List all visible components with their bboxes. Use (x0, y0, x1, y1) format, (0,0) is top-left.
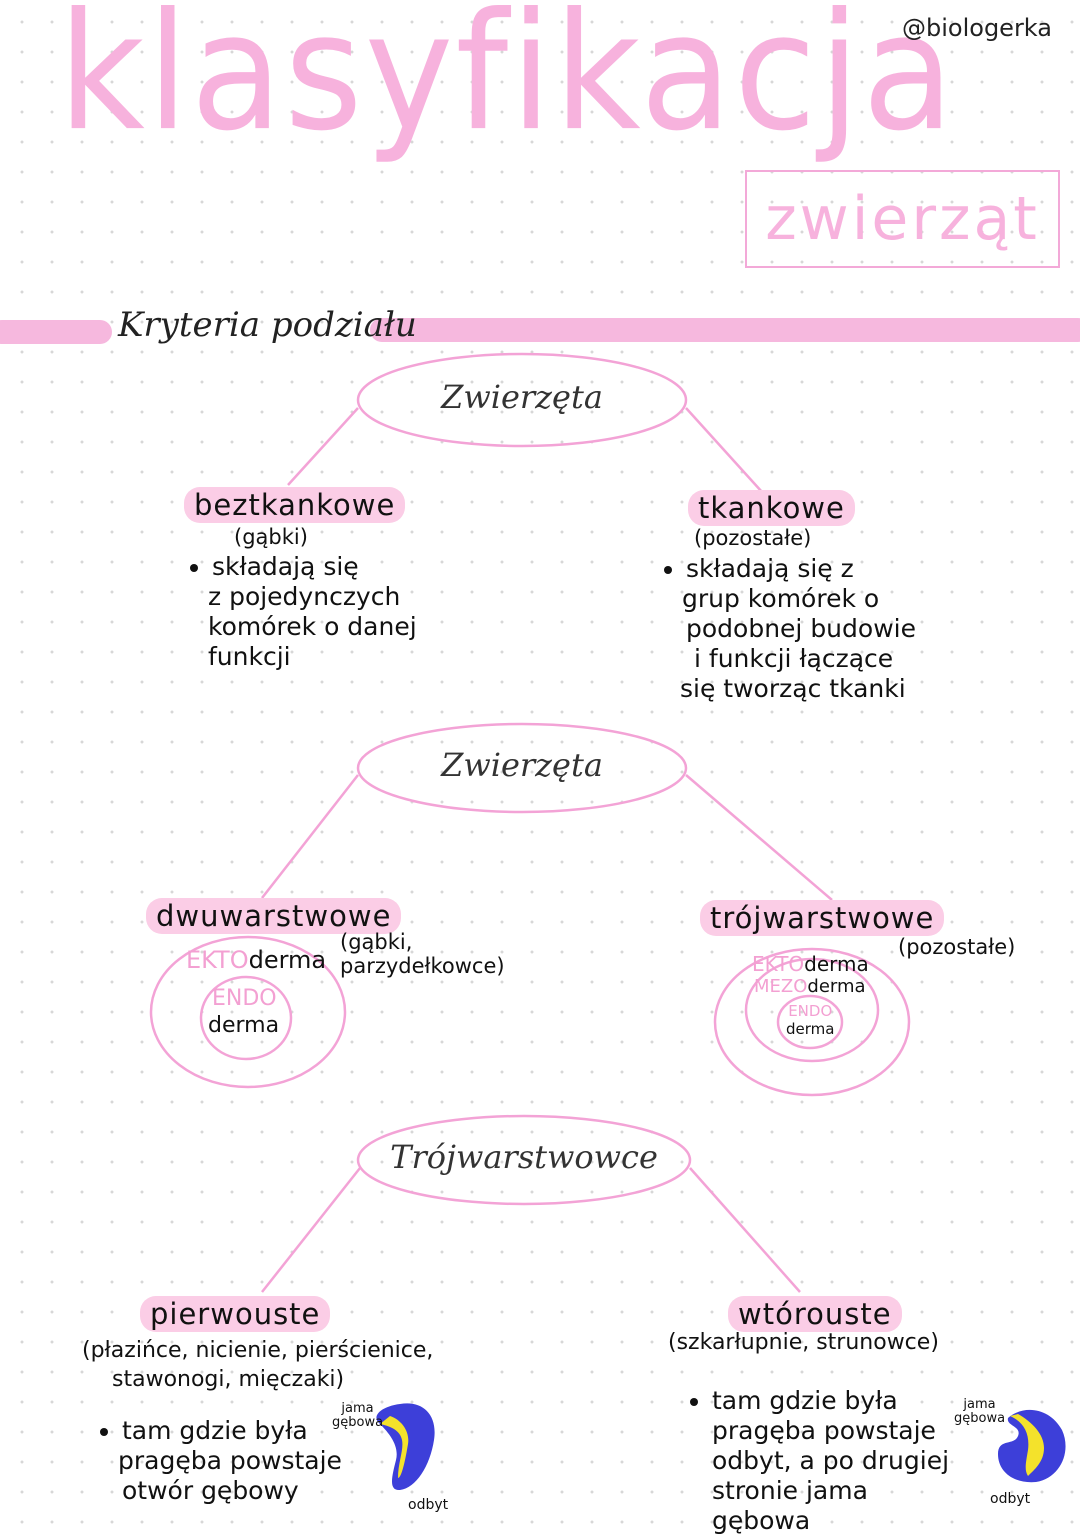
note-line-1: (gąbki, (340, 930, 413, 954)
root-ellipse-1 (356, 352, 688, 448)
node-description-wtorouste: tam gdzie była pragęba powstaje odbyt, a… (690, 1386, 970, 1536)
root-ellipse-2 (356, 722, 688, 814)
node-dwuwarstwowe: dwuwarstwowe (146, 898, 402, 934)
bullet-icon (664, 566, 672, 574)
node-description-tkankowe: składają się z grup komórek o podobnej b… (664, 554, 964, 704)
node-beztkankowe: beztkankowe (184, 487, 406, 523)
desc-line-2: grup komórek o (682, 584, 880, 613)
desc-line-1: składają się z (664, 554, 964, 584)
root-label-2: Zwierzęta (441, 746, 603, 784)
embryo-icon-protostome (376, 1403, 435, 1491)
root-label-3: Trójwarstwowce (390, 1138, 658, 1176)
diagram-label-odbyt-left: odbyt (408, 1497, 449, 1513)
node-pierwouste: pierwouste (140, 1296, 331, 1332)
desc-line-5: się tworząc tkanki (680, 674, 906, 703)
layer-suffix: derma (807, 976, 866, 997)
node-note: (pozostałe) (898, 935, 1016, 959)
node-label: tkankowe (688, 490, 855, 526)
node-note: (szkarłupnie, strunowce) (668, 1330, 939, 1355)
node-label: beztkankowe (184, 487, 406, 523)
layer-label-ektoderma-right: EKTOderma (752, 952, 869, 976)
desc-line-2: z pojedynczych (208, 582, 401, 611)
root-ellipse-3 (356, 1114, 692, 1206)
layer-prefix: EKTO (752, 952, 805, 976)
layer-label-mezoderma-right: MEZOderma (754, 976, 866, 997)
layer-prefix: ENDO (788, 1002, 833, 1020)
author-handle: @biologerka (902, 14, 1052, 42)
node-description-pierwouste: tam gdzie była pragęba powstaje otwór gę… (100, 1416, 370, 1506)
layer-label-endoderma-right: ENDO derma (786, 1002, 834, 1038)
layer-label-endoderma-left: ENDO derma (208, 986, 279, 1038)
layer-label-ektoderma-left: EKTOderma (186, 946, 326, 974)
desc-line-3: odbyt, a po drugiej (712, 1446, 950, 1475)
node-tkankowe: tkankowe (688, 490, 855, 526)
layer-circle-outer-left (149, 935, 347, 1089)
desc-line-3: komórek o danej (208, 612, 417, 641)
desc-line-3: podobnej budowie (686, 614, 916, 643)
diagram-label-jama-left: jama gębowa (332, 1402, 383, 1430)
label-line-1: jama (341, 1401, 374, 1416)
layer-prefix: EKTO (186, 946, 249, 974)
desc-line-2: pragęba powstaje (118, 1446, 342, 1475)
embryo-icon-deuterostome (998, 1409, 1066, 1483)
node-note: (pozostałe) (694, 526, 812, 550)
note-line-2: stawonogi, mięczaki) (112, 1367, 345, 1392)
branch-line-1-left (287, 407, 359, 486)
node-label: dwuwarstwowe (146, 898, 402, 934)
layer-prefix: MEZO (754, 976, 808, 997)
node-description-beztkankowe: składają się z pojedynczych komórek o da… (190, 552, 430, 672)
layer-prefix: ENDO (212, 986, 277, 1011)
desc-line-4: funkcji (208, 642, 291, 671)
node-note: (płazińce, nicienie, pierścienice, stawo… (82, 1336, 433, 1394)
bullet-icon (190, 564, 198, 572)
branch-line-2-left (261, 774, 359, 899)
layer-suffix: derma (208, 1013, 280, 1038)
layer-suffix: derma (248, 946, 327, 974)
page-title: klasyfikacja (58, 0, 957, 167)
root-label-1: Zwierzęta (441, 378, 603, 416)
desc-line-1: tam gdzie była (100, 1416, 370, 1446)
node-note: (gąbki) (234, 525, 308, 549)
node-trojwarstwowe: trójwarstwowe (700, 900, 945, 936)
node-wtorouste: wtórouste (728, 1296, 902, 1332)
bullet-icon (690, 1398, 698, 1406)
branch-line-1-right (685, 407, 763, 493)
node-label: trójwarstwowe (700, 900, 945, 936)
layer-suffix: derma (804, 952, 869, 976)
layer-circle-outer-right (713, 947, 911, 1097)
desc-line-1: tam gdzie była (690, 1386, 970, 1416)
node-label: pierwouste (140, 1296, 331, 1332)
divider-band-right (370, 318, 1080, 342)
label-line-1: jama (963, 1397, 996, 1412)
divider-band-left (0, 320, 112, 344)
layer-circle-mid-right (744, 957, 880, 1063)
section-heading-criteria: Kryteria podziału (118, 305, 417, 345)
label-line-2: gębowa (332, 1415, 384, 1430)
subtitle-box: zwierząt (745, 170, 1060, 268)
note-line-2: parzydełkowce) (340, 954, 505, 978)
desc-line-4: i funkcji łączące (694, 644, 894, 673)
desc-line-4: stronie jama gębowa (712, 1476, 868, 1535)
note-line-1: (płazińce, nicienie, pierścienice, (82, 1338, 434, 1363)
branch-line-3-right (689, 1167, 801, 1293)
diagram-label-odbyt-right: odbyt (990, 1491, 1031, 1507)
layer-circle-inner-right (776, 994, 844, 1050)
layer-suffix: derma (786, 1020, 835, 1038)
desc-line-2: pragęba powstaje (712, 1416, 936, 1445)
branch-line-3-left (261, 1167, 361, 1293)
node-note: (gąbki, parzydełkowce) (340, 930, 505, 978)
layer-circle-inner-left (199, 975, 293, 1061)
label-line-2: gębowa (954, 1411, 1006, 1426)
bullet-icon (100, 1428, 108, 1436)
page-subtitle: zwierząt (765, 184, 1040, 254)
branch-line-2-right (685, 774, 833, 901)
diagram-label-jama-right: jama gębowa (954, 1398, 1005, 1426)
node-label: wtórouste (728, 1296, 902, 1332)
desc-line-1: składają się (190, 552, 430, 582)
desc-line-3: otwór gębowy (122, 1476, 299, 1505)
